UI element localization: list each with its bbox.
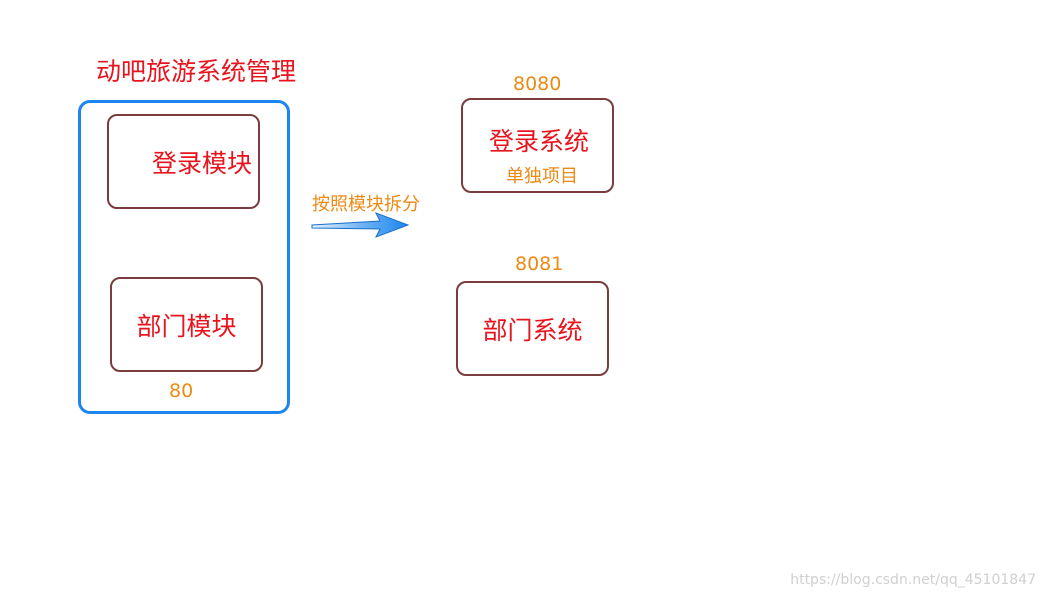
department-module-label: 部门模块	[136, 311, 237, 341]
department-module-box: 部门模块	[110, 277, 263, 372]
department-system-port-label: 8081	[515, 253, 564, 275]
watermark: https://blog.csdn.net/qq_45101847	[790, 572, 1036, 588]
monolith-port-label: 80	[169, 380, 194, 402]
login-module-label: 登录模块	[151, 148, 252, 178]
department-system-box: 部门系统	[456, 281, 609, 376]
split-arrow	[311, 212, 410, 238]
department-system-label: 部门系统	[482, 315, 583, 345]
login-module-box: 登录模块	[107, 114, 260, 209]
split-arrow-label: 按照模块拆分	[312, 194, 420, 215]
login-system-note: 单独项目	[506, 166, 578, 187]
login-system-box: 登录系统 单独项目	[461, 98, 614, 193]
diagram-title: 动吧旅游系统管理	[96, 57, 297, 86]
monolith-container	[78, 100, 290, 414]
login-system-port-label: 8080	[513, 73, 562, 95]
login-system-label: 登录系统	[489, 127, 590, 156]
